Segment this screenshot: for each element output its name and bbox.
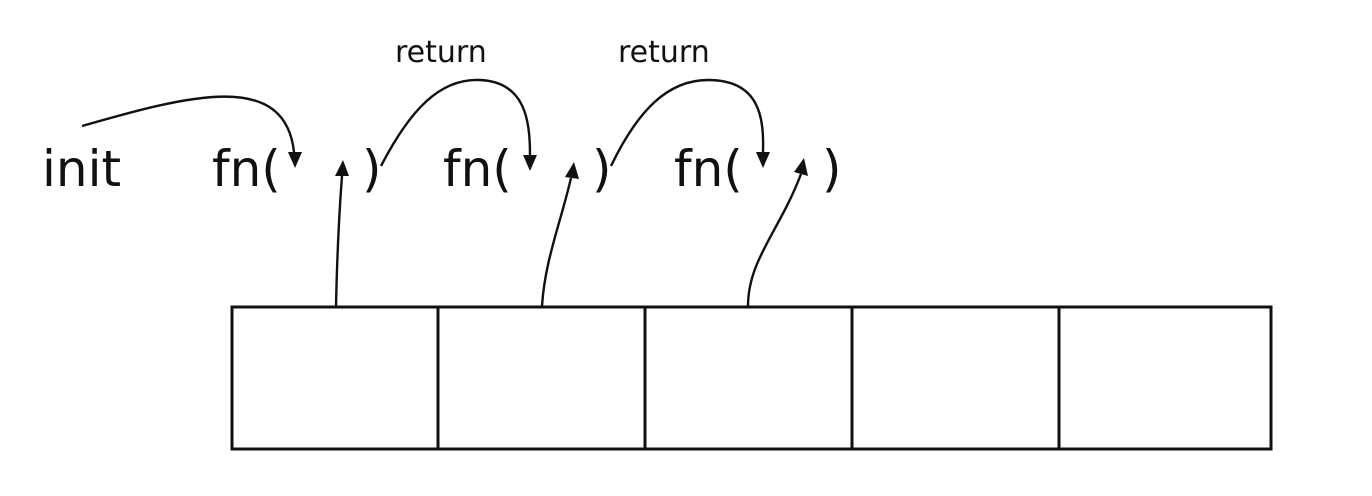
return-label-1: return xyxy=(395,35,487,70)
return-arrow-1 xyxy=(379,78,532,167)
return-arrowhead-2 xyxy=(756,152,770,168)
init-to-accumulator-arrow xyxy=(81,95,296,153)
fn-call-2-close: ) xyxy=(592,140,612,198)
fn-call-1-open: fn( xyxy=(212,140,281,198)
array-cell-4 xyxy=(850,305,1061,451)
fn-call-3-close: ) xyxy=(822,140,842,198)
return-arrow-2 xyxy=(609,78,765,167)
array-cell-2 xyxy=(436,305,647,451)
array-cell-1 xyxy=(230,305,440,451)
element-arrowhead-1 xyxy=(335,160,349,176)
fn-call-3-open: fn( xyxy=(674,140,743,198)
element-arrow-3 xyxy=(746,173,803,307)
return-label-2: return xyxy=(618,35,710,70)
return-arrowhead-1 xyxy=(523,155,537,171)
init-arrowhead xyxy=(288,152,302,168)
element-arrow-2 xyxy=(540,177,573,307)
element-arrowhead-2 xyxy=(565,162,579,179)
fn-call-2-open: fn( xyxy=(443,140,512,198)
fn-call-3: fn( ) xyxy=(674,140,842,198)
element-arrowhead-3 xyxy=(794,158,808,176)
fn-call-2: fn( ) xyxy=(443,140,612,198)
array xyxy=(230,305,1273,451)
array-cell-3 xyxy=(643,305,854,451)
fn-call-1-close: ) xyxy=(362,140,382,198)
array-cell-5 xyxy=(1057,305,1273,451)
init-label: init xyxy=(42,140,121,198)
fn-call-1: fn( ) xyxy=(212,140,382,198)
element-arrow-1 xyxy=(334,175,344,307)
